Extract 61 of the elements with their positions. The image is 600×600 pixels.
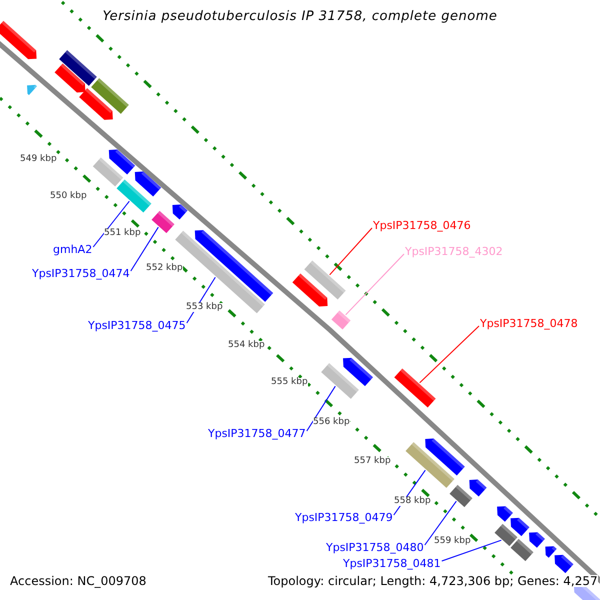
leader-line (419, 326, 480, 384)
leader-line (329, 228, 372, 276)
gene-feature (343, 358, 374, 386)
gene-feature (152, 210, 174, 234)
gene-label: YpsIP31758_4302 (405, 246, 503, 257)
gene-feature (545, 546, 557, 558)
gene-label: YpsIP31758_0481 (343, 558, 441, 569)
scale-label: 556 kbp (313, 418, 350, 427)
gene-label: YpsIP31758_0476 (373, 220, 471, 231)
scale-label: 554 kbp (228, 341, 265, 350)
gene-label: YpsIP31758_0478 (480, 318, 578, 329)
gene-feature (469, 480, 487, 496)
gene-feature (292, 274, 328, 306)
leader-line (441, 540, 502, 562)
gene-label: YpsIP31758_0474 (32, 268, 130, 279)
scale-label: 555 kbp (271, 378, 308, 387)
gene-feature (54, 64, 86, 92)
gene-feature (510, 518, 530, 536)
leader-line (130, 226, 159, 272)
gene-feature (92, 158, 124, 186)
scale-label: 549 kbp (20, 155, 57, 164)
gene-feature (0, 20, 37, 60)
gene-feature (116, 180, 152, 212)
gene-feature (27, 84, 37, 96)
gene-label: gmhA2 (53, 244, 92, 255)
scale-label: 550 kbp (50, 192, 87, 201)
gene-label: YpsIP31758_0477 (208, 428, 306, 439)
gene-label: YpsIP31758_0479 (295, 512, 393, 523)
leader-line (306, 386, 336, 432)
gene-label: YpsIP31758_0475 (88, 320, 186, 331)
info-text: Accession: NC_009708 (10, 575, 146, 587)
scale-label: 557 kbp (354, 457, 391, 466)
gene-feature (497, 506, 513, 522)
gene-feature (450, 484, 472, 508)
gene-feature (331, 310, 351, 330)
scale-label: 551 kbp (104, 229, 141, 238)
title: Yersinia pseudotuberculosis IP 31758, complete genome (102, 9, 498, 24)
gene-feature (108, 150, 136, 174)
gene-feature (59, 50, 97, 86)
leader-line (424, 500, 457, 546)
gene-feature (79, 88, 113, 120)
gene-feature (554, 554, 574, 574)
gene-feature (304, 260, 346, 300)
scale-label: 558 kbp (394, 497, 431, 506)
gene-feature (321, 363, 359, 399)
gene-feature (194, 230, 274, 302)
gene-label: YpsIP31758_0480 (326, 542, 424, 553)
gene-feature (529, 532, 545, 548)
gene-feature (394, 368, 436, 408)
gene-feature (134, 172, 162, 196)
gene-feature (172, 204, 188, 220)
gene-feature (91, 78, 129, 114)
leader-line (92, 200, 130, 248)
scale-label: 552 kbp (146, 264, 183, 273)
leader-line (345, 254, 404, 316)
scale-label: 559 kbp (434, 537, 471, 546)
scale-label: 553 kbp (186, 303, 223, 312)
gene-feature (406, 442, 454, 488)
gene-feature (510, 538, 534, 562)
gene-feature (425, 438, 465, 476)
gene-feature (494, 524, 518, 546)
